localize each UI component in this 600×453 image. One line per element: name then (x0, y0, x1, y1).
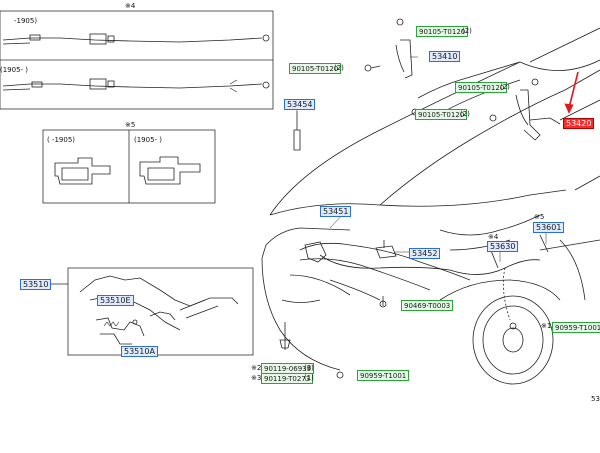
red-arrow-icon (564, 71, 579, 114)
part-label-90959-bottom[interactable]: 90959-T1001 (357, 370, 410, 381)
part-label-90119-b[interactable]: 90119-T0273 (261, 373, 314, 384)
switch-inset (42, 129, 216, 204)
note-right-4: ※4 (488, 233, 499, 241)
qty-90119-a: (3) (304, 364, 314, 372)
note-2: ※2 (251, 364, 262, 372)
qty-90105-top: (2) (462, 27, 472, 35)
note-3: ※3 (251, 374, 262, 382)
part-label-53451[interactable]: 53451 (320, 206, 352, 217)
part-label-90105-mid[interactable]: 90105-T0120 (455, 82, 508, 93)
note-top-4: ※4 (125, 2, 136, 10)
qty-90105-left: (2) (334, 64, 344, 72)
note-mid-5: ※5 (125, 121, 136, 129)
part-label-53510e[interactable]: 53510E (97, 295, 134, 306)
period-mid-2: (1905- ) (134, 136, 163, 144)
qty-90105-low: (2) (460, 110, 470, 118)
part-label-90105-left[interactable]: 90105-T0120 (289, 63, 342, 74)
part-label-53452[interactable]: 53452 (409, 248, 441, 259)
corner-label: 53 (591, 395, 600, 403)
vehicle-body (261, 18, 600, 385)
part-label-90959-right[interactable]: 90959-T1001 (552, 322, 600, 333)
period-top-1: -1905) (14, 17, 38, 25)
part-label-53601[interactable]: 53601 (533, 222, 565, 233)
note-right-5: ※5 (534, 213, 545, 221)
lock-assembly-inset (43, 267, 254, 356)
part-label-53420-highlighted[interactable]: 53420 (563, 118, 595, 129)
part-label-53630[interactable]: 53630 (487, 241, 519, 252)
part-label-90105-top[interactable]: 90105-T0120 (416, 26, 469, 37)
qty-90105-mid: (2) (500, 83, 510, 91)
qty-90119-b: (1) (304, 374, 314, 382)
part-label-90105-low[interactable]: 90105-T0120 (415, 109, 468, 120)
part-label-53510[interactable]: 53510 (20, 279, 52, 290)
part-label-53454[interactable]: 53454 (284, 99, 316, 110)
part-label-53510a[interactable]: 53510A (121, 346, 158, 357)
part-label-90469[interactable]: 90469-T0003 (401, 300, 454, 311)
release-cable-inset (0, 10, 274, 110)
part-label-53410[interactable]: 53410 (429, 51, 461, 62)
period-mid-1: ( -1905) (47, 136, 76, 144)
note-1: ※1 (541, 322, 552, 330)
period-top-2: (1905- ) (0, 66, 29, 74)
